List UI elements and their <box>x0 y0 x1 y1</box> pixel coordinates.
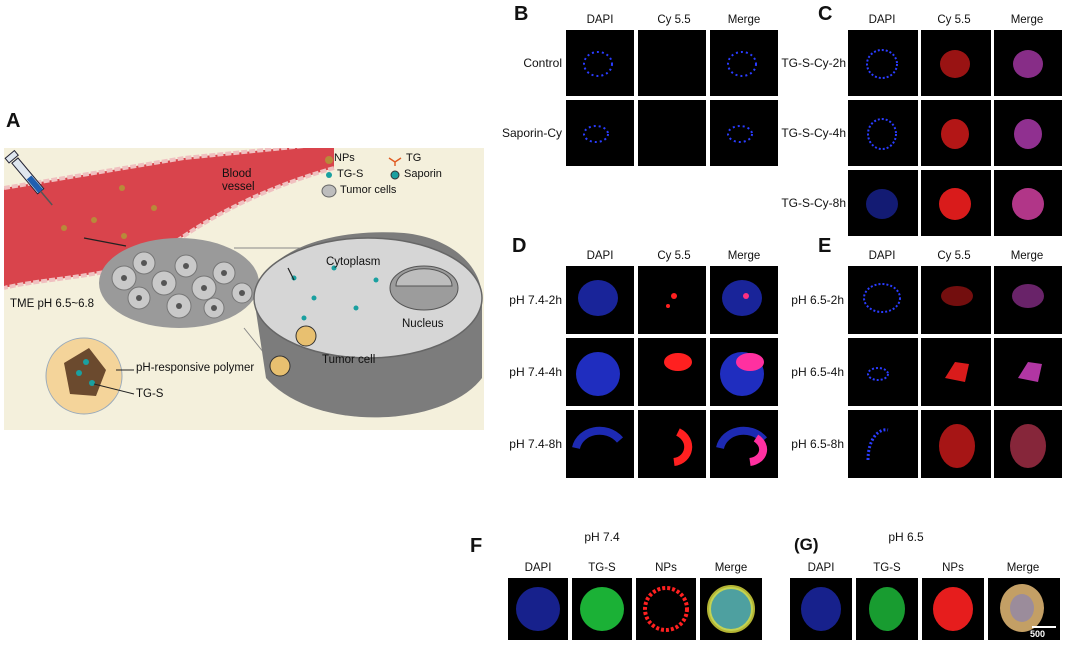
c-tile-2h-cy <box>921 30 991 96</box>
e-row-4h: pH 6.5-4h <box>791 365 844 379</box>
b-row-control: Control <box>523 56 562 70</box>
e-col-dapi: DAPI <box>868 250 896 262</box>
b-tile-control-merge <box>710 30 778 96</box>
scale-bar <box>1032 626 1056 628</box>
e-tile-2h-merge <box>994 266 1062 334</box>
nucleus-label: Nucleus <box>402 318 444 330</box>
panel-label-g: (G) <box>794 535 819 554</box>
legend-tgs: TG-S <box>337 168 364 180</box>
tumor-cell-label: Tumor cell <box>322 354 376 366</box>
d-col-dapi: DAPI <box>586 250 614 262</box>
b-col-merge: Merge <box>727 14 761 26</box>
c-tile-8h-cy <box>921 170 991 236</box>
panel-label-f: F <box>470 535 483 557</box>
e-row-2h: pH 6.5-2h <box>791 293 844 307</box>
c-tile-4h-cy <box>921 100 991 166</box>
e-col-merge: Merge <box>1010 250 1044 262</box>
f-col-nps: NPs <box>655 562 677 574</box>
c-tile-8h-merge <box>994 170 1062 236</box>
c-tile-2h-dapi <box>848 30 918 96</box>
e-tile-4h-dapi <box>848 338 918 406</box>
e-tile-4h-merge <box>994 338 1062 406</box>
b-tile-saporin-cy <box>638 100 706 166</box>
blood-vessel-label: Blood <box>222 168 252 180</box>
d-col-cy: Cy 5.5 <box>657 250 691 262</box>
d-tile-2h-merge <box>710 266 778 334</box>
c-col-cy: Cy 5.5 <box>937 14 971 26</box>
c-tile-4h-dapi <box>848 100 918 166</box>
g-col-merge: Merge <box>1006 562 1040 574</box>
b-tile-saporin-dapi <box>566 100 634 166</box>
f-tile-tgs <box>572 578 632 640</box>
f-col-merge: Merge <box>714 562 748 574</box>
d-tile-8h-dapi <box>566 410 634 478</box>
d-tile-4h-cy <box>638 338 706 406</box>
d-tile-4h-dapi <box>566 338 634 406</box>
panel-label-c: C <box>818 3 833 25</box>
b-tile-saporin-merge <box>710 100 778 166</box>
f-col-dapi: DAPI <box>524 562 552 574</box>
panel-label-d: D <box>512 235 527 257</box>
c-col-merge: Merge <box>1010 14 1044 26</box>
c-row-2h: TG-S-Cy-2h <box>781 56 846 70</box>
f-col-tgs: TG-S <box>588 562 616 574</box>
c-tile-2h-merge <box>994 30 1062 96</box>
e-tile-8h-merge <box>994 410 1062 478</box>
panel-label-e: E <box>818 235 832 257</box>
cytoplasm-label: Cytoplasm <box>326 256 381 268</box>
g-col-tgs: TG-S <box>873 562 901 574</box>
legend-tumor-cells: Tumor cells <box>340 184 397 196</box>
legend-tg: TG <box>406 152 422 164</box>
c-col-dapi: DAPI <box>868 14 896 26</box>
d-col-merge: Merge <box>727 250 761 262</box>
c-row-8h: TG-S-Cy-8h <box>781 196 846 210</box>
e-tile-2h-cy <box>921 266 991 334</box>
d-tile-4h-merge <box>710 338 778 406</box>
c-tile-4h-merge <box>994 100 1062 166</box>
d-tile-8h-cy <box>638 410 706 478</box>
d-row-4h: pH 7.4-4h <box>509 365 562 379</box>
f-tile-dapi <box>508 578 568 640</box>
e-col-cy: Cy 5.5 <box>937 250 971 262</box>
d-tile-2h-dapi <box>566 266 634 334</box>
legend-saporin: Saporin <box>404 168 442 180</box>
b-col-cy: Cy 5.5 <box>657 14 691 26</box>
scale-bar-label: 500 μm <box>1030 629 1046 640</box>
c-tile-8h-dapi <box>848 170 918 236</box>
f-tile-merge <box>700 578 762 640</box>
tgs-label: TG-S <box>136 388 164 400</box>
d-tile-2h-cy <box>638 266 706 334</box>
b-tile-control-cy <box>638 30 706 96</box>
f-title: pH 7.4 <box>584 530 620 544</box>
g-tile-tgs <box>856 578 918 640</box>
tme-label: TME pH 6.5~6.8 <box>10 298 95 310</box>
d-row-2h: pH 7.4-2h <box>509 293 562 307</box>
schematic-figure: NPs TG TG-S Saporin Tumor cells Blood ve… <box>3 144 484 430</box>
d-row-8h: pH 7.4-8h <box>509 437 562 451</box>
g-tile-merge: 500 μm <box>988 578 1060 640</box>
g-col-nps: NPs <box>942 562 964 574</box>
legend-nps: NPs <box>334 152 355 164</box>
e-tile-4h-cy <box>921 338 991 406</box>
g-tile-dapi <box>790 578 852 640</box>
polymer-label: pH-responsive polymer <box>136 362 255 374</box>
blood-vessel-label-2: vessel <box>222 181 255 193</box>
g-tile-nps <box>922 578 984 640</box>
d-tile-8h-merge <box>710 410 778 478</box>
b-row-saporin: Saporin-Cy <box>501 126 562 140</box>
b-col-dapi: DAPI <box>586 14 614 26</box>
e-row-8h: pH 6.5-8h <box>791 437 844 451</box>
g-col-dapi: DAPI <box>807 562 835 574</box>
b-tile-control-dapi <box>566 30 634 96</box>
panel-label-b: B <box>514 3 529 25</box>
e-tile-2h-dapi <box>848 266 918 334</box>
e-tile-8h-cy <box>921 410 991 478</box>
g-title: pH 6.5 <box>888 530 924 544</box>
panel-label-a: A <box>6 110 21 132</box>
c-row-4h: TG-S-Cy-4h <box>781 126 846 140</box>
e-tile-8h-dapi <box>848 410 918 478</box>
f-tile-nps <box>636 578 696 640</box>
